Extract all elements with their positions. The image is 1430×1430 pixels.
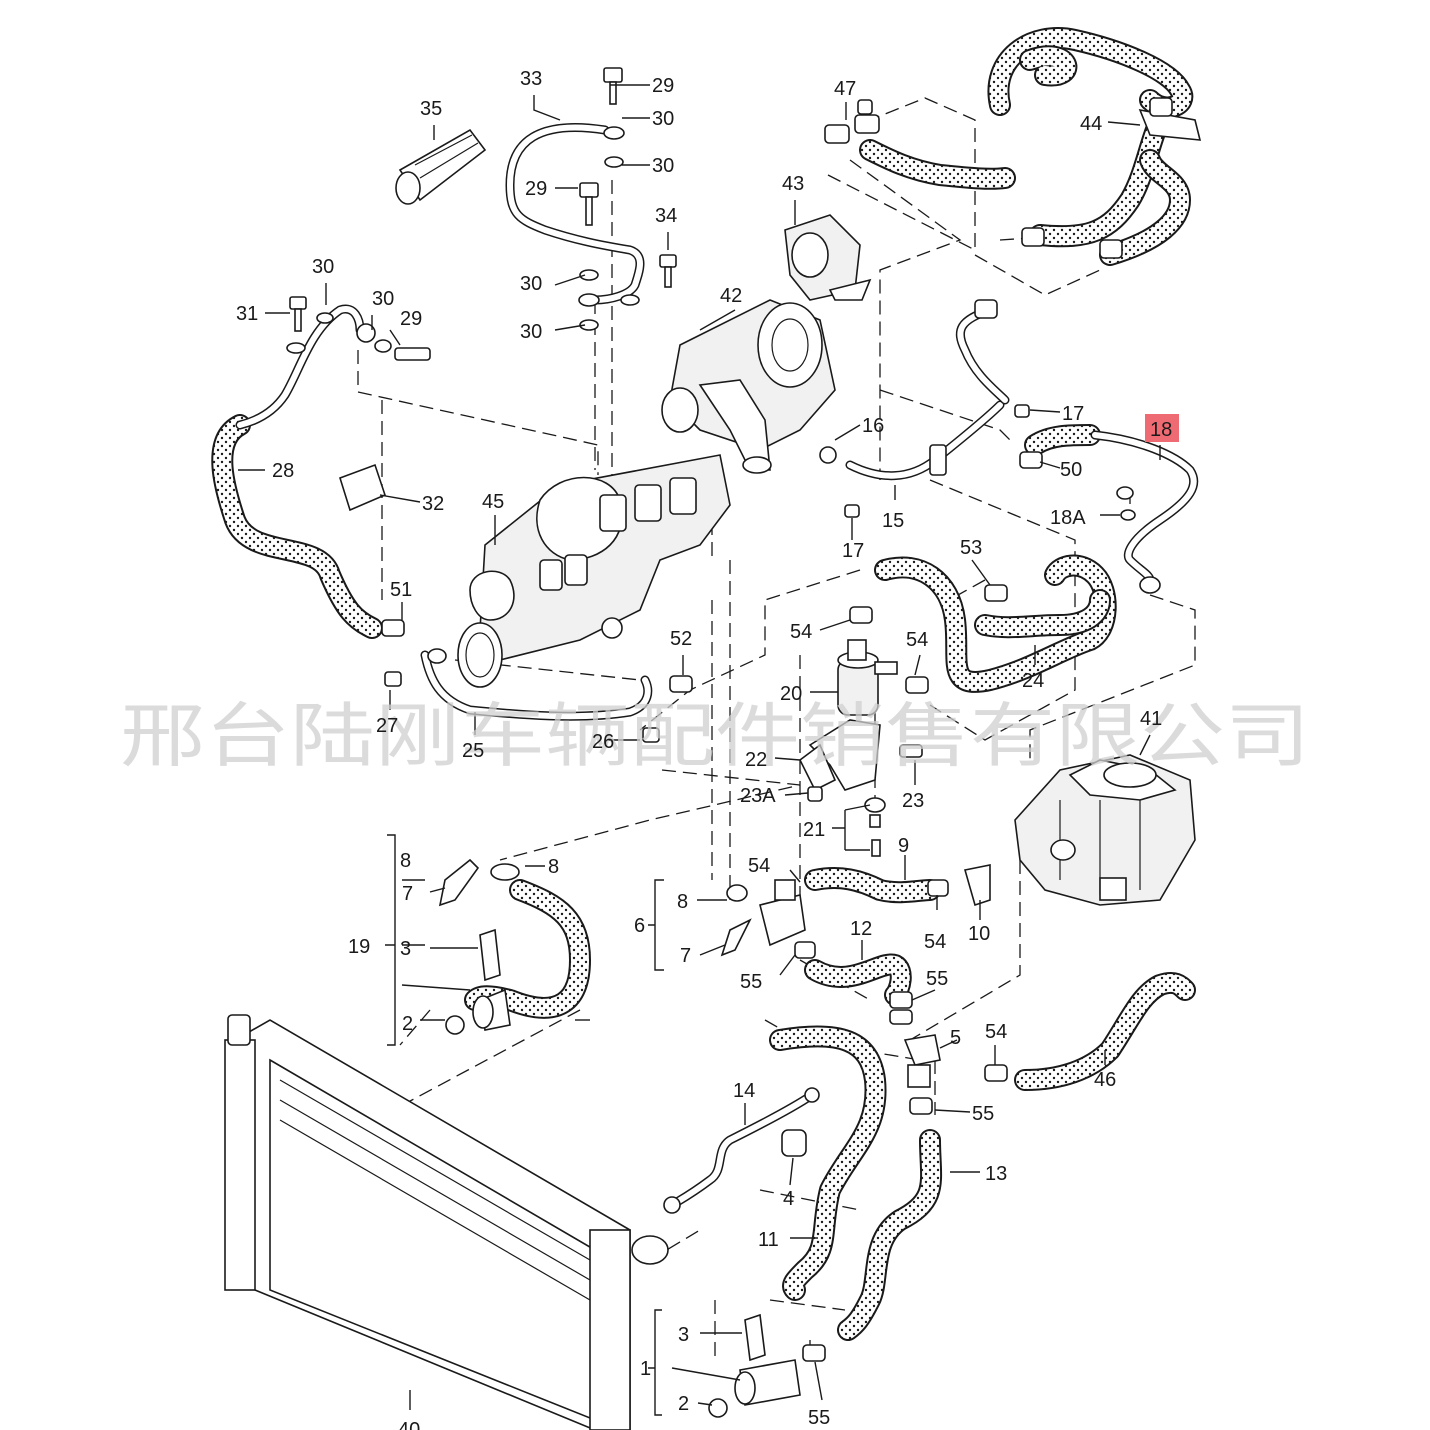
callout-10: 10 [968, 923, 990, 945]
callout-18: 18 [1150, 419, 1172, 441]
callout-7-mid: 7 [680, 945, 691, 967]
callout-43: 43 [782, 173, 804, 195]
callout-30-d: 30 [520, 321, 542, 343]
callout-55-c: 55 [972, 1103, 994, 1125]
callout-33: 33 [520, 68, 542, 90]
callout-54-b: 54 [906, 629, 928, 651]
water-pump-42 [661, 299, 836, 474]
callout-6: 6 [634, 915, 645, 937]
callout-54-d: 54 [924, 931, 946, 953]
callout-41: 41 [1140, 708, 1162, 730]
callout-16: 16 [862, 415, 884, 437]
callout-30-a: 30 [652, 108, 674, 130]
callout-8-left: 8 [400, 850, 411, 872]
callout-23A: 23A [740, 785, 776, 807]
radiator-40 [224, 1014, 669, 1430]
turbocharger-45 [457, 454, 731, 688]
callout-52: 52 [670, 628, 692, 650]
callout-40: 40 [398, 1419, 420, 1430]
callout-30-e: 30 [312, 256, 334, 278]
callout-30-c: 30 [520, 273, 542, 295]
callout-19: 19 [348, 936, 370, 958]
callout-51: 51 [390, 579, 412, 601]
callout-26: 26 [592, 731, 614, 753]
callout-7-left: 7 [402, 883, 413, 905]
callout-53: 53 [960, 537, 982, 559]
callout-47: 47 [834, 78, 856, 100]
callout-30-b: 30 [652, 155, 674, 177]
callout-15: 15 [882, 510, 904, 532]
callout-34: 34 [655, 205, 677, 227]
callout-18-box [1145, 414, 1179, 442]
callout-54-e: 54 [985, 1021, 1007, 1043]
expansion-tank-41 [1014, 754, 1196, 906]
callout-17-bottom: 17 [842, 540, 864, 562]
callout-8-mid: 8 [677, 891, 688, 913]
callout-11: 11 [758, 1229, 779, 1251]
callout-32: 32 [422, 493, 444, 515]
callout-4: 4 [783, 1188, 794, 1210]
callout-20: 20 [780, 683, 802, 705]
callout-44: 44 [1080, 113, 1102, 135]
callout-2-bottom: 2 [678, 1393, 689, 1415]
callout-55-b: 55 [926, 968, 948, 990]
callout-27: 27 [376, 715, 398, 737]
hose-flange-44 [1138, 108, 1202, 141]
callout-25: 25 [462, 740, 484, 762]
callout-54-a: 54 [790, 621, 812, 643]
callout-1: 1 [640, 1358, 651, 1380]
thermostat-43 [784, 214, 872, 301]
callout-35: 35 [420, 98, 442, 120]
connectors [472, 864, 991, 1406]
leader-lines [238, 84, 1161, 1416]
callout-3-bottom: 3 [678, 1324, 689, 1346]
callout-21: 21 [803, 819, 825, 841]
callout-54-c: 54 [748, 855, 770, 877]
heat-sleeve-35 [395, 128, 487, 205]
callout-labels: 33 29 30 30 35 29 34 30 30 30 30 31 29 4… [236, 68, 1179, 1430]
callout-29-left: 29 [400, 308, 422, 330]
callout-55-a: 55 [740, 971, 762, 993]
callout-8-right: 8 [548, 856, 559, 878]
callout-22: 22 [745, 749, 767, 771]
callout-18A: 18A [1050, 507, 1086, 529]
callout-12: 12 [850, 918, 872, 940]
watermark-text: 邢台陆刚车辆配件销售有限公司 [120, 695, 1310, 777]
small-hardware [286, 67, 1173, 1418]
callout-2-left: 2 [402, 1013, 413, 1035]
callout-17-top: 17 [1062, 403, 1084, 425]
bracket-22 [798, 719, 881, 792]
aux-pump-20 [837, 639, 898, 716]
callout-29-top: 29 [652, 75, 674, 97]
callout-42: 42 [720, 285, 742, 307]
callout-55-d: 55 [808, 1407, 830, 1429]
callout-14: 14 [733, 1080, 755, 1102]
callout-24: 24 [1022, 670, 1044, 692]
callout-46: 46 [1094, 1069, 1116, 1091]
callout-29-mid: 29 [525, 178, 547, 200]
callout-28: 28 [272, 460, 294, 482]
callout-3-left: 3 [400, 938, 411, 960]
callout-5: 5 [950, 1027, 961, 1049]
callout-31: 31 [236, 303, 258, 325]
hoses [211, 27, 1196, 1341]
callout-23: 23 [902, 790, 924, 812]
callout-45: 45 [482, 491, 504, 513]
callout-30-f: 30 [372, 288, 394, 310]
callout-50: 50 [1060, 459, 1082, 481]
callout-13: 13 [985, 1163, 1007, 1185]
callout-9: 9 [898, 835, 909, 857]
